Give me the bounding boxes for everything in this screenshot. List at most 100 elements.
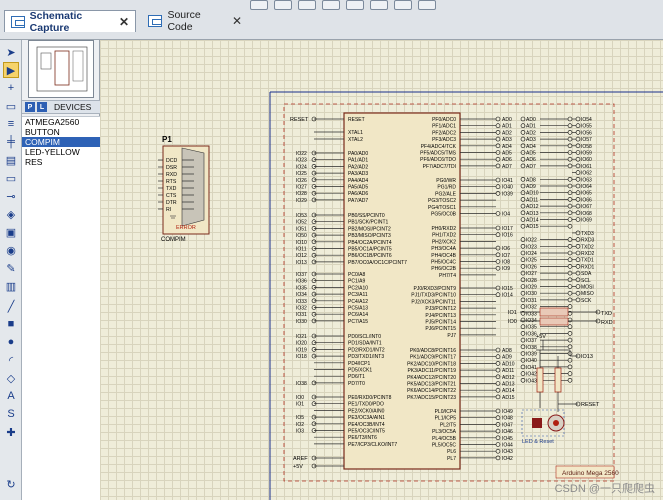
subcircuit-icon[interactable]: ▤ [5,154,17,167]
net-terminal [520,377,526,383]
marker-icon[interactable]: ✚ [6,426,16,439]
header-net-label: SDA [581,271,592,277]
probe-icon[interactable]: ✎ [6,262,16,275]
header-net-label: IO37 [526,338,537,344]
toolbar-icon[interactable] [322,0,340,10]
net-terminal [495,156,501,162]
mcu-pin-label: PJ6/PCINT15 [425,326,456,332]
mcu-pin-label: PK0/ADC8/PCINT16 [410,348,456,354]
device-item[interactable]: COMPIM [22,137,100,147]
mcu-pin-label: PB7/OC0A/OC1C/PCINT7 [348,260,407,266]
generator-icon[interactable]: ◉ [6,244,16,257]
mcu-pin-label: PB6/OC1B/PCINT6 [348,253,392,259]
symbol-icon[interactable]: S [7,408,15,420]
svg-text:IO0: IO0 [508,319,517,325]
net-terminal [520,190,526,195]
header-net-label: TXD3 [581,231,594,237]
toolbar-icon[interactable] [298,0,316,10]
net-terminal [567,244,573,249]
led-reset-section[interactable]: +5V IO13 RESET LED & Reset [521,334,600,445]
compim-ref: P1 [162,135,172,144]
svg-text:TXD: TXD [601,311,612,317]
header-net-label: IO61 [581,164,592,170]
net-terminal [311,347,317,352]
net-label: IO39 [502,191,513,197]
mcu-pin-label: PE0/RXD0/PCINT8 [348,395,392,401]
circle-icon[interactable]: ● [7,336,15,348]
mcu-pin-label: PH3/OC4A [431,246,456,252]
net-label: IO35 [296,285,307,291]
box-icon[interactable]: ■ [7,318,15,330]
device-item[interactable]: LED-YELLOW [25,147,80,157]
text-script-icon[interactable]: ≡ [7,118,15,130]
graph-icon[interactable]: ◈ [6,208,16,221]
net-terminal [495,442,501,447]
atmega2560-chip[interactable]: RESET RESET XTAL1XTAL2PA0/AD0IO22PA1/AD1… [290,112,515,470]
net-terminal [575,244,581,249]
pick-device-button[interactable]: P [25,102,35,112]
mcu-pin-label: PG1/RD [437,185,456,191]
watermark: CSDN @一只爬爬虫 [554,483,655,495]
path-icon[interactable]: ◇ [6,372,16,385]
net-terminal [520,297,526,303]
header-net-label: SCL [581,278,591,284]
text-icon[interactable]: A [7,390,15,402]
mcu-pin-label: PH5/OC4C [431,260,456,266]
close-icon[interactable]: ✕ [231,14,242,28]
mcu-pin-label: PF5/ADC5/TMS [420,151,457,157]
net-terminal [575,136,581,142]
close-icon[interactable]: ✕ [118,14,129,29]
toolbar-icon[interactable] [370,0,388,10]
source-code-icon [148,15,163,27]
net-label: IO38 [296,381,307,387]
bus-icon[interactable]: ╪ [7,136,15,148]
net-label: IO5 [296,415,304,421]
tab-source-code[interactable]: Source Code ✕ [142,9,248,33]
junction-icon[interactable]: + [7,82,15,94]
wire-label-icon[interactable]: ▭ [5,100,17,113]
library-button[interactable]: L [37,102,47,112]
net-terminal [567,297,573,303]
mcu-pin-label: PG5/OC0B [431,212,457,218]
rotate-icon[interactable]: ↻ [6,478,16,491]
toolbar-icon[interactable] [250,0,268,10]
toolbar-icon[interactable] [274,0,292,10]
device-item[interactable]: RES [25,157,43,167]
device-pins-icon[interactable]: ⊸ [6,190,16,203]
toolbar-icon[interactable] [394,0,412,10]
net-terminal [520,136,526,142]
net-terminal [567,150,573,155]
overview-preview[interactable] [28,40,94,98]
mcu-pin-label: PE7/ICP3/CLKO/INT7 [348,442,397,448]
toolbar-icon[interactable] [346,0,364,10]
net-terminal [495,191,501,196]
net-terminal [311,219,317,224]
header-net-label: AD11 [526,197,538,203]
net-label: IO42 [502,456,513,462]
tape-recorder-icon[interactable]: ▣ [5,226,17,239]
net-terminal [567,324,573,330]
net-terminal [567,317,573,323]
tab-schematic-capture[interactable]: Schematic Capture ✕ [4,10,136,34]
net-label: IO2 [296,422,304,428]
mcu-pin-label: PE5/OC3C/INT5 [348,429,385,435]
toolbar-icon[interactable] [418,0,436,10]
instrument-icon[interactable]: ▥ [5,280,17,293]
arc-icon[interactable]: ◜ [8,354,14,367]
device-item[interactable]: ATMEGA2560 [25,117,80,127]
line-icon[interactable]: ╱ [7,300,15,313]
net-terminal [567,116,573,122]
net-terminal [495,361,501,366]
net-terminal [311,232,317,238]
selection-mode-icon[interactable]: ➤ [6,46,16,59]
net-terminal [520,250,526,256]
device-item[interactable]: BUTTON [25,127,60,137]
net-terminal [567,290,573,296]
component-mode-icon[interactable]: ▶ [3,62,19,78]
mcu-pin-label: PL3/OC5A [432,429,457,435]
terminals-icon[interactable]: ▭ [5,172,17,185]
net-terminal [575,257,581,262]
